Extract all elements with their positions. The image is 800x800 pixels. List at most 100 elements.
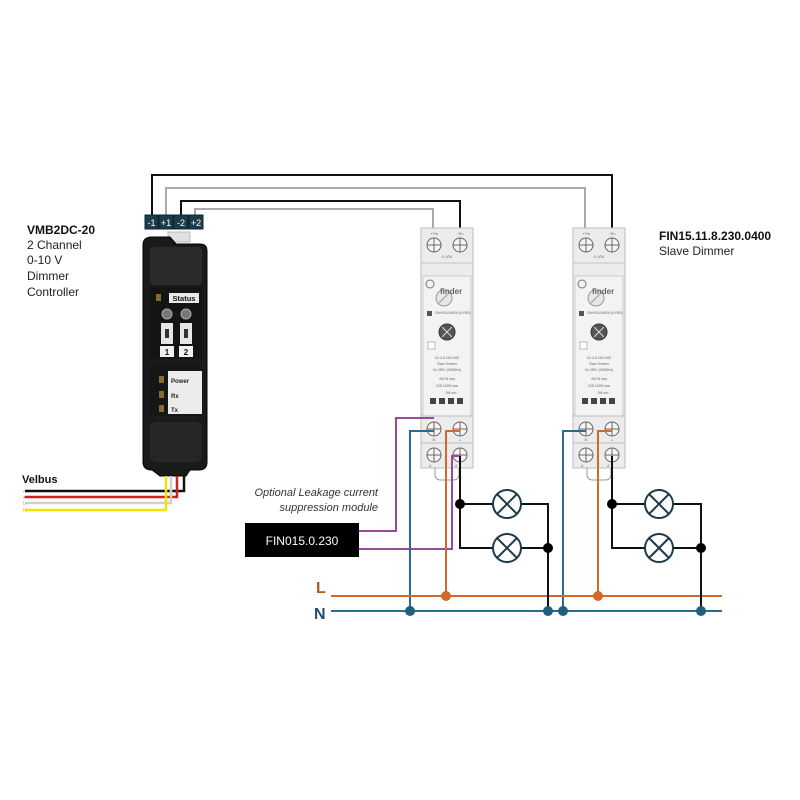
- junctions: [405, 499, 706, 616]
- led-label: Tx: [171, 408, 179, 414]
- led-label: Power: [171, 379, 190, 385]
- terminal-label: N: [585, 437, 588, 442]
- lamp-icon: [492, 489, 522, 519]
- face-text: 400 W max: [591, 377, 608, 381]
- controller-model: VMB2DC-20: [27, 223, 95, 237]
- face-text: 3W min: [446, 391, 457, 395]
- bus-label-plus: +: [23, 495, 26, 501]
- wire-minus2: [180, 200, 461, 236]
- dimmer-description: Slave Dimmer: [659, 244, 734, 258]
- velbus-wires: [25, 476, 186, 512]
- junction-dot: [405, 606, 415, 616]
- face-text: 3W min: [598, 391, 609, 395]
- suppression-caption: suppression module: [280, 502, 378, 514]
- trim-pot-2: [180, 308, 192, 320]
- bus-label-l: L: [23, 501, 26, 507]
- velbus-title: Velbus: [22, 474, 57, 486]
- controller-desc-line: 0-10 V: [27, 253, 62, 267]
- face-text: 400 W max: [439, 377, 456, 381]
- terminal-label: 4: [429, 463, 432, 468]
- junction-dot: [543, 606, 553, 616]
- terminal-label: +2: [191, 218, 201, 228]
- controller-desc-line: Controller: [27, 285, 79, 299]
- terminal-label: -Yin: [609, 231, 616, 236]
- slave-dimmer-2: +Yin -Yin 0-10V finder ON/HOLD/MEM (4-PB…: [572, 227, 626, 481]
- junction-dot: [696, 606, 706, 616]
- terminal-plus1: +1: [158, 214, 174, 230]
- wire-minus1: [151, 174, 613, 236]
- terminal-label: L: [459, 437, 462, 442]
- neutral-feed-1: [409, 430, 434, 611]
- terminal-plus2: +2: [188, 214, 204, 230]
- mode-label: ON/HOLD/MEM (4-PB/3): [587, 311, 623, 315]
- line-feed-1: [445, 430, 460, 596]
- suppression-caption: Optional Leakage current: [254, 487, 378, 499]
- terminal-label: 4: [455, 463, 458, 468]
- junction-dot: [455, 499, 465, 509]
- junction-dot: [543, 543, 553, 553]
- mains-wiring: [331, 430, 722, 612]
- face-text: LED 100W max: [436, 384, 459, 388]
- terminal-label: -2: [177, 218, 185, 228]
- junction-dot: [441, 591, 451, 601]
- terminal-label: L: [611, 437, 614, 442]
- junction-dot: [607, 499, 617, 509]
- tx-led: [159, 405, 164, 412]
- brand-logo: finder: [592, 287, 614, 296]
- bus-label-minus: -: [23, 489, 25, 495]
- power-led: [159, 376, 164, 383]
- rx-led: [159, 391, 164, 398]
- junction-dot: [696, 543, 706, 553]
- controller-terminals: -1 +1 -2 +2: [144, 214, 204, 230]
- dimmer-model: FIN15.11.8.230.0400: [659, 229, 771, 243]
- lamp-icon: [492, 533, 522, 563]
- line-feed-2: [597, 430, 612, 596]
- status-label: Status: [173, 294, 196, 303]
- wire-plus2: [194, 208, 434, 236]
- slave-dimmer-1: +Yin -Yin 0-10V finder ON/HOLD/MEM (4-PB…: [420, 227, 474, 481]
- face-text: 15.11.8.230.0400: [435, 356, 460, 360]
- face-text: LED 100W max: [588, 384, 611, 388]
- suppression-module: FIN015.0.230: [245, 523, 359, 557]
- mode-label: ON/HOLD/MEM (4-PB/3): [435, 311, 471, 315]
- terminal-label: +Yin: [582, 231, 590, 236]
- range-label: 0-10V: [594, 254, 605, 259]
- suppression-module-label: FIN015.0.230: [266, 534, 339, 548]
- line-label: L: [316, 580, 326, 597]
- suppression-wire-n: [359, 417, 434, 532]
- bus-wire-minus: [25, 476, 186, 493]
- terminal-label: +1: [161, 218, 171, 228]
- lamp-icon: [644, 533, 674, 563]
- junction-dot: [593, 591, 603, 601]
- lamp-icon: [644, 489, 674, 519]
- face-text: Slave Dimmer: [589, 362, 610, 366]
- bus-wire-plus: [25, 476, 179, 499]
- terminal-label: -Yin: [457, 231, 464, 236]
- junction-dot: [558, 606, 568, 616]
- controller-desc-line: 2 Channel: [27, 238, 82, 252]
- neutral-feed-2: [562, 430, 586, 611]
- terminal-label: N: [433, 437, 436, 442]
- face-text: Slave Dimmer: [437, 362, 458, 366]
- channel-label: 2: [184, 348, 189, 357]
- bus-label-h: H: [23, 508, 27, 514]
- face-text: Un 230V~(50/60Hz): [585, 368, 613, 372]
- wire-plus1: [165, 187, 586, 236]
- led-label: Rx: [171, 394, 179, 400]
- range-label: 0-10V: [442, 254, 453, 259]
- bus-wire-h: [25, 476, 168, 512]
- terminal-minus2: -2: [173, 214, 189, 230]
- terminal-minus1: -1: [144, 214, 159, 230]
- trim-pot-1: [161, 308, 173, 320]
- terminal-label: +Yin: [430, 231, 438, 236]
- control-wires: [151, 174, 613, 236]
- face-text: 15.11.8.230.0400: [587, 356, 612, 360]
- brand-logo: finder: [440, 287, 462, 296]
- terminal-label: 4: [581, 463, 584, 468]
- neutral-label: N: [314, 606, 326, 623]
- terminal-label: -1: [147, 218, 155, 228]
- suppression-wire-out: [359, 455, 460, 550]
- face-text: Un 230V~(50/60Hz): [433, 368, 461, 372]
- controller-device: Status 1 2 Power Rx Tx: [142, 231, 208, 477]
